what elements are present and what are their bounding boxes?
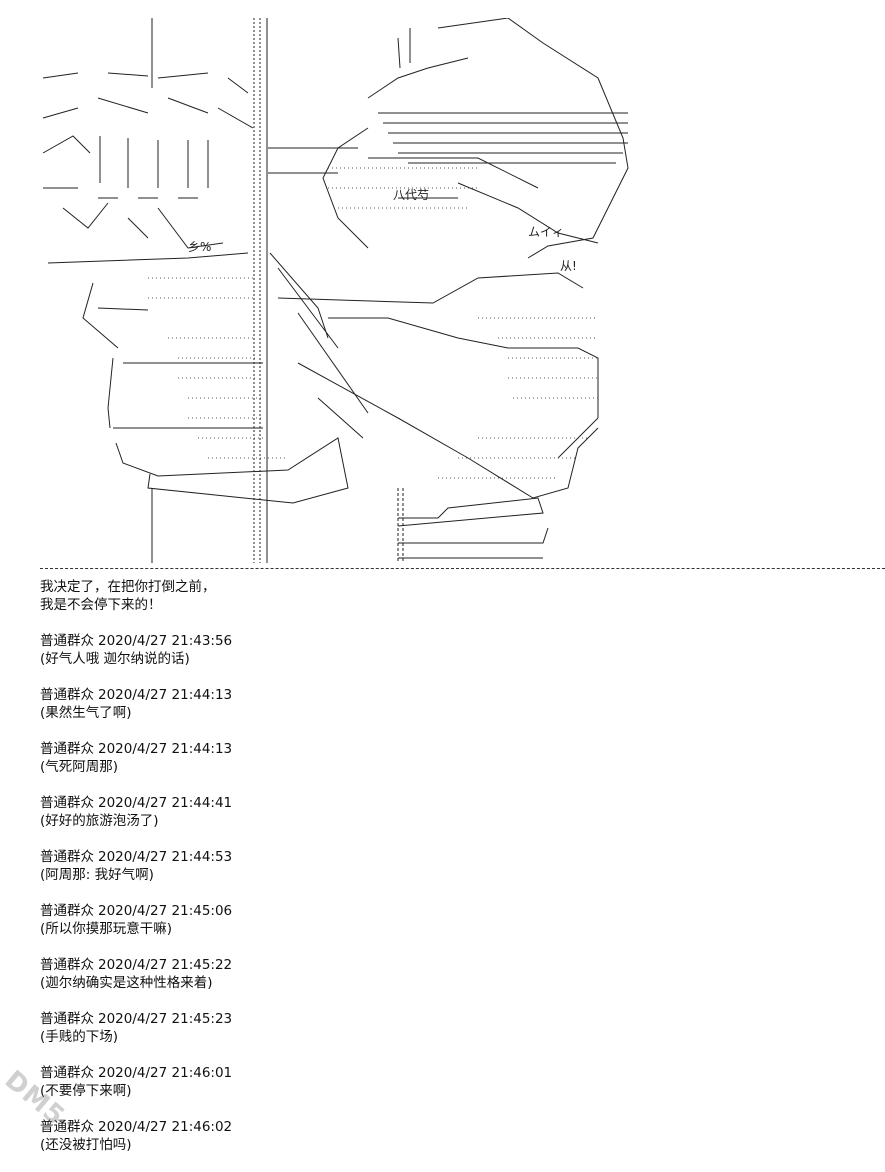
comment-time: 2020/4/27 21:43:56 <box>98 633 233 649</box>
comment-text: (手贱的下场) <box>40 1029 119 1045</box>
comment-user: 普通群众 <box>40 741 94 757</box>
comment-user: 普通群众 <box>40 795 94 811</box>
comment-time: 2020/4/27 21:46:01 <box>98 1065 233 1081</box>
comment-text: (阿周那: 我好气啊) <box>40 867 154 883</box>
narration-text: 我决定了，在把你打倒之前， 我是不会停下来的！ <box>40 578 840 614</box>
comment-text: (迦尔纳确实是这种性格来着) <box>40 975 213 991</box>
comment-time: 2020/4/27 21:45:22 <box>98 957 233 973</box>
comment-time: 2020/4/27 21:46:02 <box>98 1119 233 1135</box>
comment-user: 普通群众 <box>40 633 94 649</box>
comment-text: (果然生气了啊) <box>40 705 132 721</box>
comment-text: (还没被打怕吗) <box>40 1137 132 1153</box>
comment-time: 2020/4/27 21:44:53 <box>98 849 233 865</box>
comment-time: 2020/4/27 21:45:23 <box>98 1011 233 1027</box>
comment-user: 普通群众 <box>40 687 94 703</box>
comment-text: (所以你摸那玩意干嘛) <box>40 921 173 937</box>
comment-text: (好好的旅游泡汤了) <box>40 813 159 829</box>
comment-text: (不要停下来啊) <box>40 1083 132 1099</box>
ascii-art-drawing: 八代芍 ムイィ 从! 乡% <box>42 18 629 563</box>
comment-user: 普通群众 <box>40 903 94 919</box>
section-divider <box>40 568 885 569</box>
comment-user: 普通群众 <box>40 957 94 973</box>
comment-time: 2020/4/27 21:45:06 <box>98 903 233 919</box>
comment-user: 普通群众 <box>40 849 94 865</box>
comment-time: 2020/4/27 21:44:13 <box>98 741 233 757</box>
art-text-fragment: 乡% <box>188 240 211 254</box>
art-text-fragment: ムイィ <box>528 225 564 239</box>
comment-time: 2020/4/27 21:44:13 <box>98 687 233 703</box>
comment-text: (气死阿周那) <box>40 759 119 775</box>
comment-text: (好气人哦 迦尔纳说的话) <box>40 651 190 667</box>
ascii-art-illustration: 八代芍 ムイィ 从! 乡% <box>38 18 650 563</box>
narration-line: 我决定了，在把你打倒之前， <box>40 579 216 595</box>
comment-user: 普通群众 <box>40 1011 94 1027</box>
comment-time: 2020/4/27 21:44:41 <box>98 795 233 811</box>
art-text-fragment: 八代芍 <box>393 188 429 202</box>
comment-user: 普通群众 <box>40 1065 94 1081</box>
art-text-fragment: 从! <box>560 259 577 273</box>
narration-line: 我是不会停下来的！ <box>40 597 162 613</box>
comment-user: 普通群众 <box>40 1119 94 1135</box>
